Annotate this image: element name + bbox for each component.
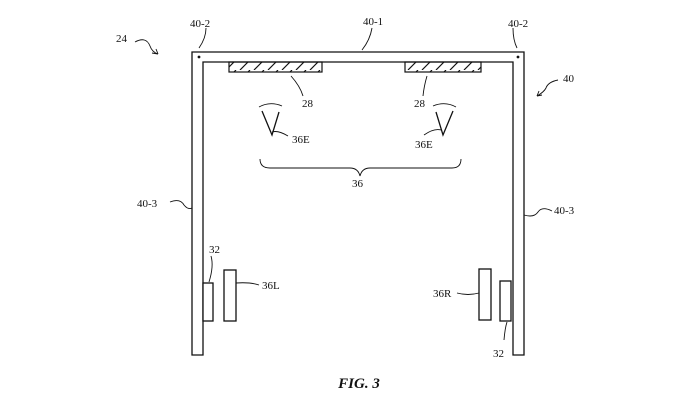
display-right [404,61,482,73]
ear-region-right [478,268,492,321]
corner-dot-left [197,55,201,59]
label-top-member: 40-1 [363,16,383,28]
eye-left-icon [258,103,283,137]
label-corner-right: 40-2 [508,18,528,30]
label-device: 24 [116,33,128,45]
label-ear-left: 36L [262,280,280,292]
eye-right-icon [432,103,457,137]
label-eye-right: 36E [415,139,433,151]
label-side-right: 40-3 [554,205,575,217]
label-speaker-left: 32 [209,244,220,256]
speaker-left [202,282,214,322]
label-display-right: 28 [414,98,426,110]
label-corner-left: 40-2 [190,18,210,30]
display-left [228,61,323,73]
label-eye-left: 36E [292,134,310,146]
eye-group-brace [259,158,462,177]
housing-frame [191,51,525,356]
label-side-left: 40-3 [137,198,158,210]
corner-dot-right [516,55,520,59]
label-eye-group: 36 [352,178,364,190]
leader-lines [134,27,559,341]
speaker-right [499,280,512,322]
figure-caption: FIG. 3 [337,376,380,392]
label-display-left: 28 [302,98,314,110]
label-housing: 40 [563,73,575,85]
ear-region-left [223,269,237,322]
label-speaker-right: 32 [493,348,504,360]
label-ear-right: 36R [433,288,452,300]
